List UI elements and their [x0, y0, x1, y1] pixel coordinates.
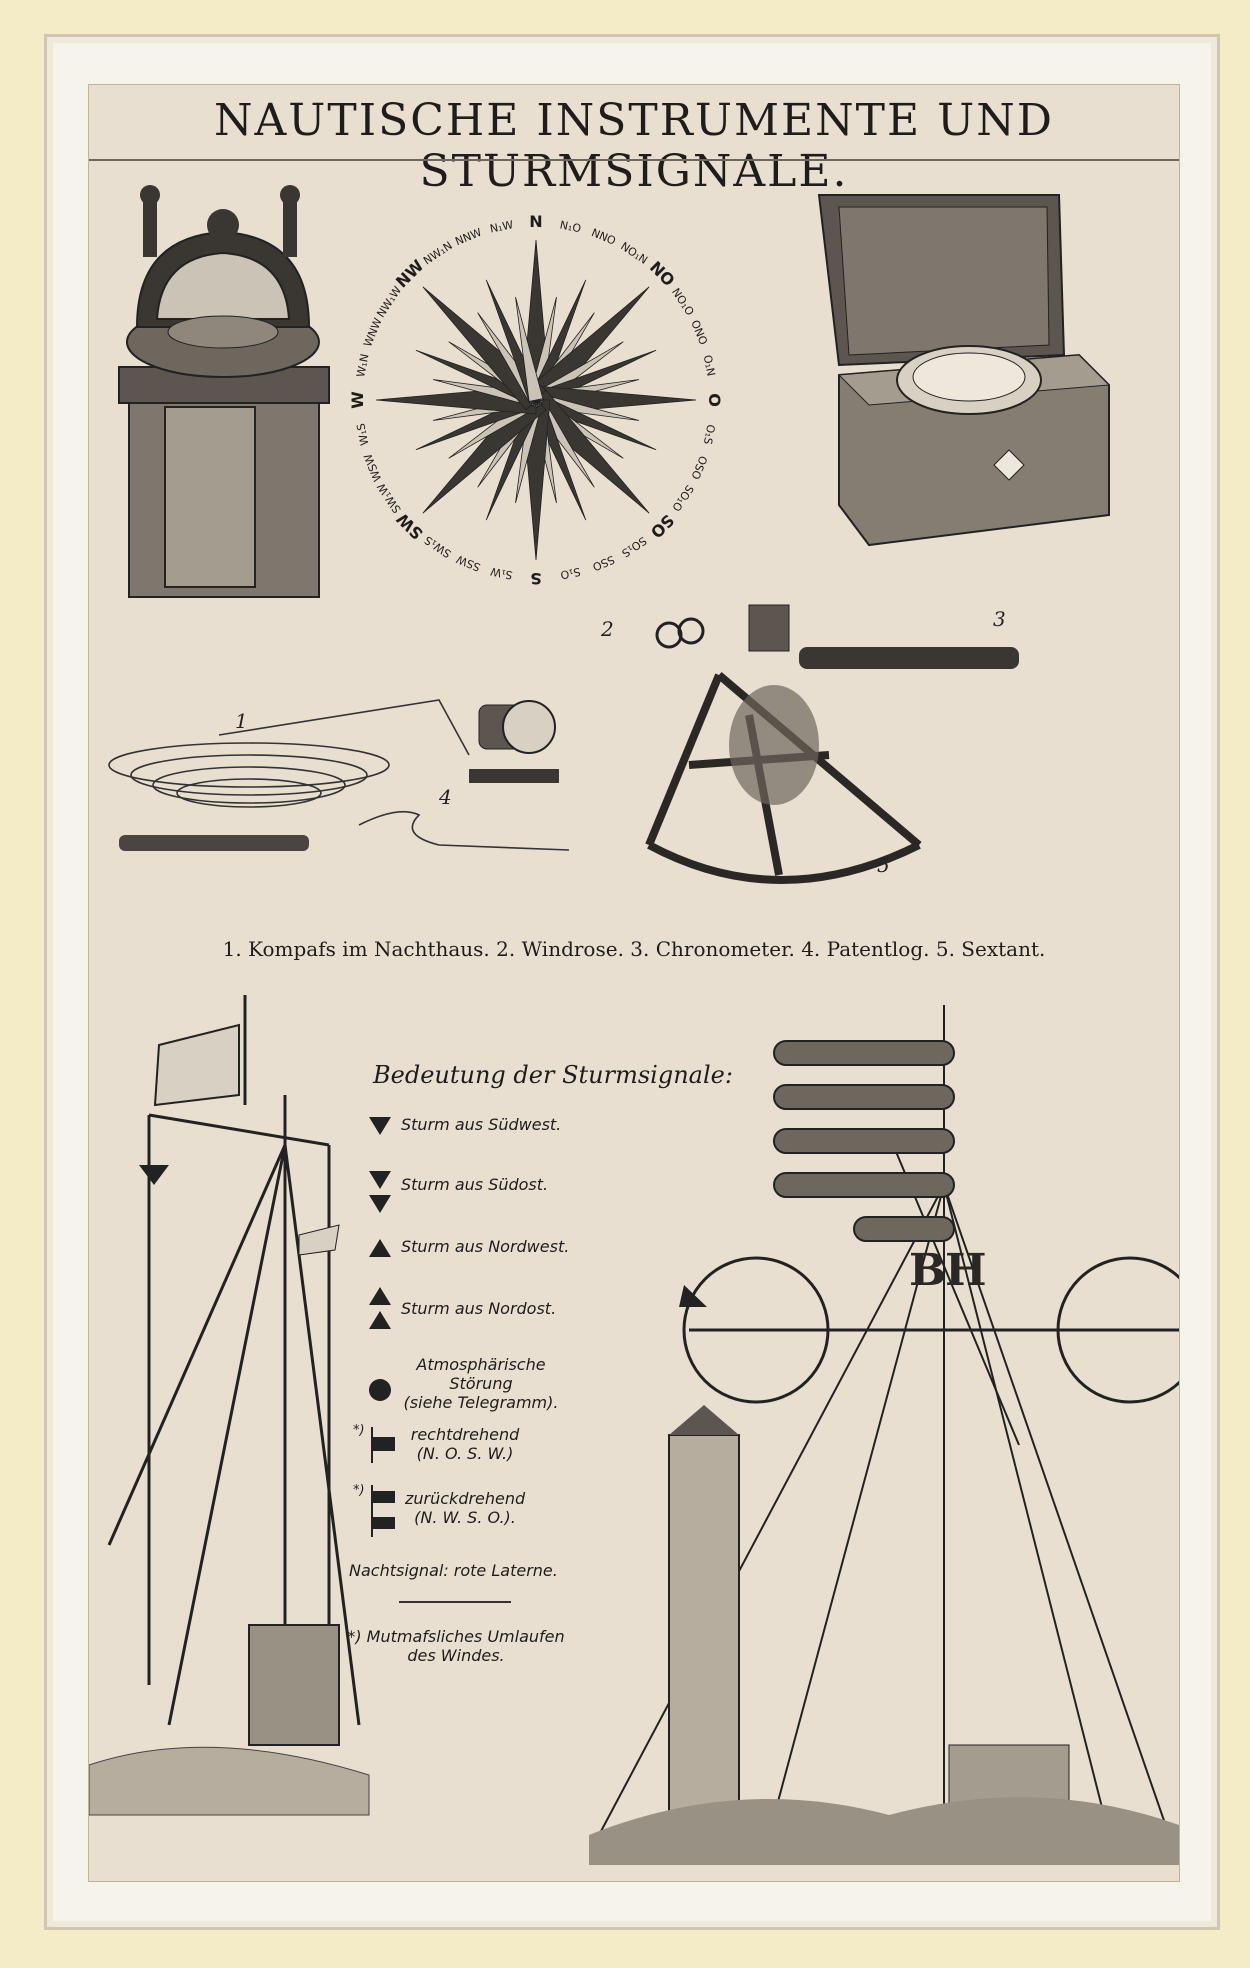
compass-point-label: WNW: [361, 316, 385, 349]
compass-point-label: OSO: [688, 454, 709, 482]
legend-entry-backing: zurückdrehend (N. W. S. O.).: [405, 1489, 526, 1527]
compass-point-label: NO₁N: [618, 240, 650, 267]
double-flag-symbol: [371, 1485, 395, 1537]
double-triangle-up-symbol: [369, 1287, 391, 1329]
engraving-plate: NAUTISCHE INSTRUMENTE UND STURMSIGNALE. …: [88, 84, 1180, 1882]
compass-point-label: S: [530, 569, 542, 588]
compass-point-label: SSW: [454, 552, 482, 574]
compass-binnacle-illustration: [118, 185, 330, 598]
plate-title: NAUTISCHE INSTRUMENTE UND STURMSIGNALE.: [214, 95, 1054, 197]
compass-point-label: SO₁O: [669, 483, 696, 514]
legend-entry-veering: rechtdrehend (N. O. S. W.): [410, 1425, 520, 1463]
compass-point-label: N₁W: [489, 218, 515, 235]
compass-point-label: SW: [393, 509, 427, 543]
compass-point-label: NO: [646, 258, 679, 291]
double-triangle-down-symbol: [369, 1171, 391, 1213]
compass-point-label: W₁N: [354, 353, 371, 379]
wind-rose-ray: [515, 296, 544, 402]
compass-point-label: SO₁S: [619, 534, 649, 560]
figure-number-1: 1: [235, 709, 248, 733]
compass-point-label: NW₁N: [421, 239, 455, 267]
compass-point-label: W₁S: [354, 422, 371, 446]
flag-symbol: [371, 1427, 395, 1463]
triangle-down-symbol: [369, 1117, 391, 1135]
compass-point-label: SSO: [590, 553, 616, 574]
figure-number-2: 2: [601, 617, 614, 641]
ball-symbol: [369, 1379, 391, 1401]
compass-point-label: W: [351, 391, 367, 409]
legend-marker-1: *): [353, 1423, 365, 1438]
signal-mast-flag-illustration: [89, 995, 370, 1816]
compass-point-label: NNO: [589, 226, 617, 248]
compass-point-label: N₁O: [559, 218, 583, 235]
legend-entry-northeast: Sturm aus Nordost.: [401, 1299, 557, 1318]
compass-point-label: NW: [392, 256, 428, 292]
compass-point-label: NO₁O: [669, 286, 697, 318]
legend-entry-atmospheric: Atmosphärische Störung (siehe Telegramm)…: [403, 1355, 559, 1412]
footnote: *) Mutmafsliches Umlaufen des Windes.: [347, 1627, 565, 1665]
legend-marker-2: *): [353, 1483, 365, 1498]
figure-caption: 1. Kompafs im Nachthaus. 2. Windrose. 3.…: [222, 937, 1046, 961]
compass-point-label: ONO: [688, 318, 710, 347]
night-signal-text: Nachtsignal: rote Laterne.: [349, 1561, 558, 1580]
legend-title: Bedeutung der Sturmsignale:: [373, 1061, 733, 1089]
legend-entry-southeast: Sturm aus Südost.: [401, 1175, 549, 1194]
figure-number-5: 5: [877, 853, 890, 877]
compass-point-label: O₁N: [701, 354, 718, 377]
compass-point-label: NNW: [453, 226, 483, 249]
compass-point-label: SW₁S: [422, 533, 454, 560]
compass-point-label: S₁W: [489, 565, 513, 582]
signal-letter-h: H: [945, 1245, 987, 1296]
patent-log-illustration: [108, 699, 570, 851]
compass-point-label: WSW: [361, 452, 384, 484]
figure-number-3: 3: [993, 607, 1006, 631]
compass-point-label: NW₁W: [374, 284, 404, 320]
title-rule: [89, 159, 1179, 161]
figure-number-4: 4: [439, 785, 452, 809]
sextant-illustration: [645, 604, 1019, 884]
compass-point-label: N: [529, 212, 542, 231]
triangle-up-symbol: [369, 1239, 391, 1257]
chronometer-illustration: [817, 194, 1111, 547]
compass-point-label: SO: [647, 511, 678, 542]
legend-entry-northwest: Sturm aus Nordwest.: [401, 1237, 570, 1256]
legend-divider: [399, 1601, 511, 1603]
storm-signal-tower-illustration: B H: [589, 1005, 1179, 1865]
compass-point-label: SW₁W: [375, 481, 404, 516]
compass-point-label: S₁O: [559, 565, 582, 582]
legend-entry-southwest: Sturm aus Südwest.: [401, 1115, 562, 1134]
signal-letter-b: B: [909, 1245, 946, 1296]
compass-point-label: O₁S: [701, 423, 718, 445]
compass-point-label: O: [705, 393, 721, 407]
